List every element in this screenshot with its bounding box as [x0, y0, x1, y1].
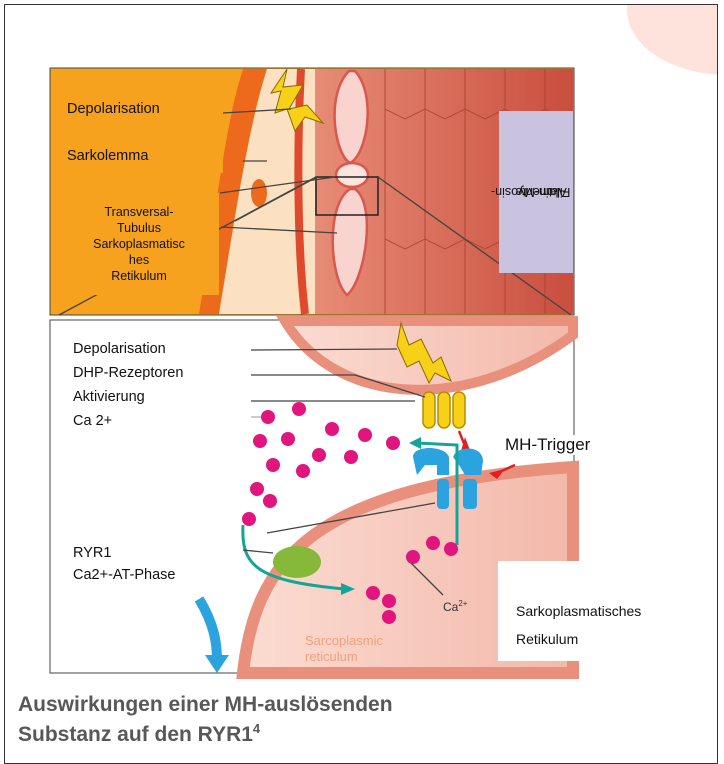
- caption-line-1: Auswirkungen einer MH-auslösenden: [18, 693, 393, 717]
- label-ca2: Ca 2+: [73, 413, 112, 429]
- t-tubule-circle: [336, 163, 368, 187]
- caption-line-2: Substanz auf den RYR14: [18, 721, 260, 747]
- label-ryr1: RYR1: [73, 545, 111, 561]
- label-sarcoplasmic-1: Sarcoplasmic: [305, 633, 383, 648]
- label-ca-atphase: Ca2+-AT-Phase: [73, 567, 176, 583]
- label-retikulum: Retikulum: [516, 631, 578, 647]
- ca-atpase-icon: [273, 546, 321, 578]
- nucleus: [251, 179, 267, 207]
- label-depolarisation: Depolarisation: [59, 93, 223, 125]
- label-depolarisation-2: Depolarisation: [73, 341, 166, 357]
- label-sarkoplasmatisches: Sarkoplasmatisches: [516, 603, 641, 619]
- label-aktin-myosin: Aktin-Myosin-Filamente: [499, 111, 573, 273]
- sr-label-box: Sarkoplasmatisches Retikulum: [498, 561, 718, 661]
- figure-frame: Depolarisation Sarkolemma Transversal- T…: [4, 4, 718, 764]
- label-mh-trigger: MH-Trigger: [499, 435, 596, 455]
- label-sarkolemma: Sarkolemma: [59, 139, 223, 173]
- label-sarcoplasmic-2: reticulum: [305, 649, 358, 664]
- label-transversal-tubulus: Transversal- Tubulus Sarkoplasmatisc hes…: [59, 193, 219, 295]
- label-ca-ion: Ca2+: [443, 599, 467, 614]
- label-aktivierung: Aktivierung: [73, 389, 145, 405]
- dhp-receptor-icon: [423, 392, 465, 428]
- label-dhp-rezeptoren: DHP-Rezeptoren: [73, 365, 183, 381]
